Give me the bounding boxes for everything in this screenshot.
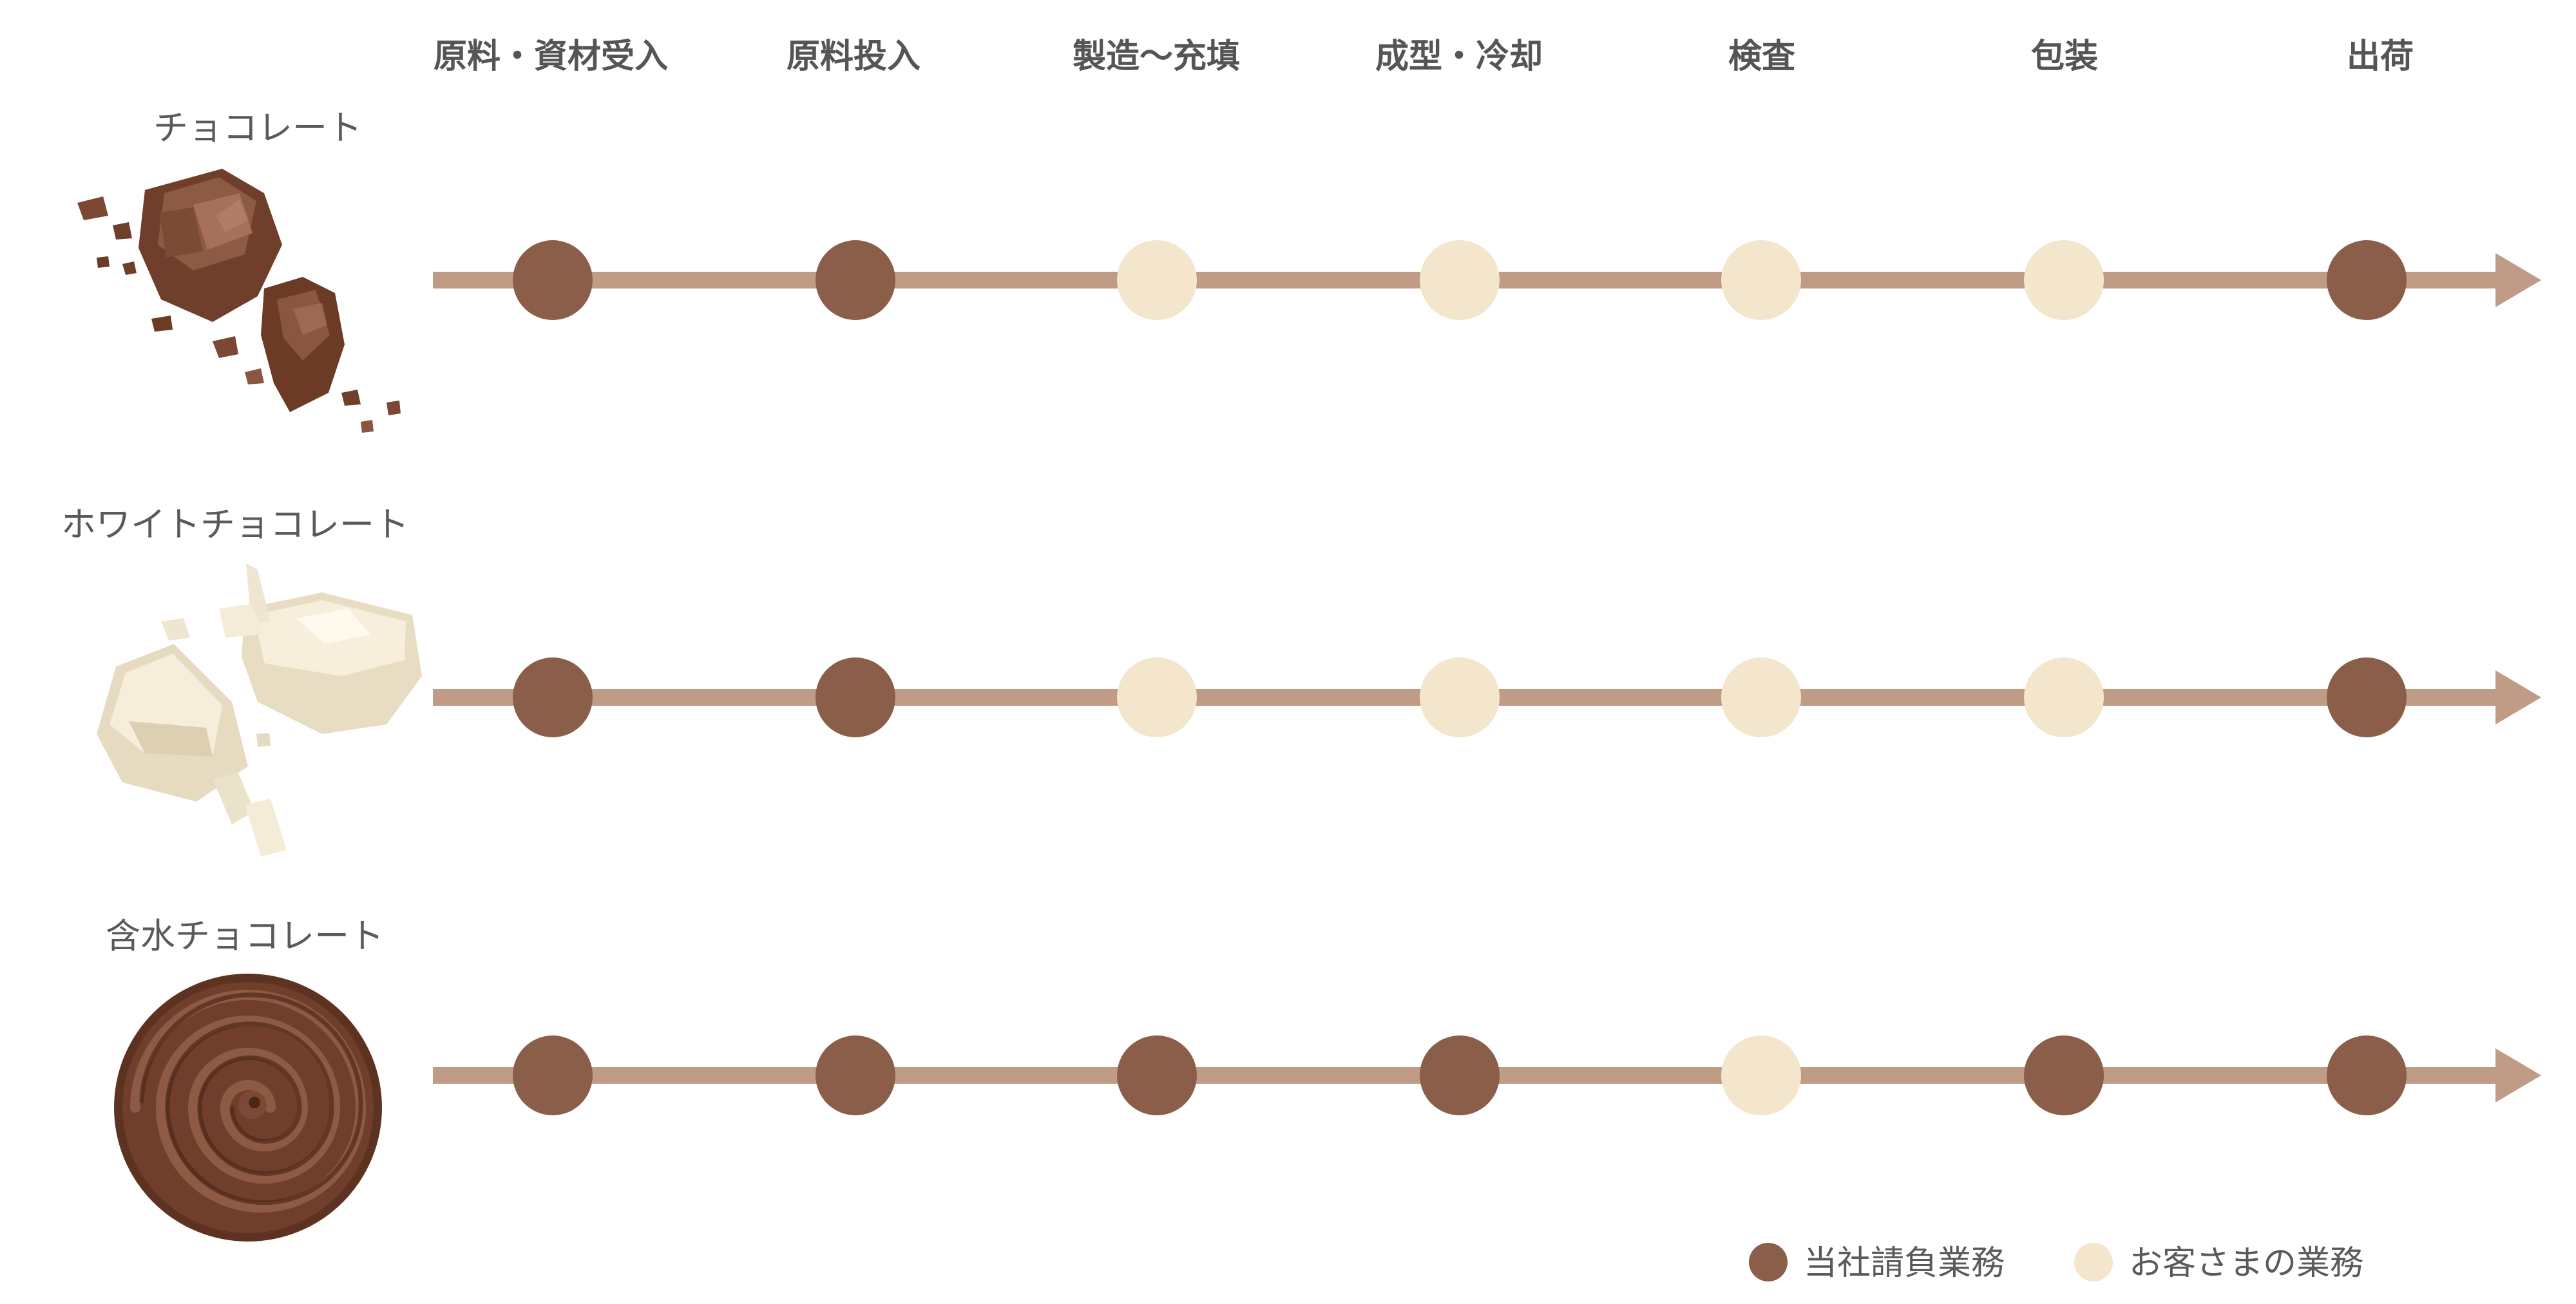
white-chocolate-pieces-image bbox=[97, 563, 422, 856]
arrow-head bbox=[2495, 1048, 2541, 1102]
arrow-head bbox=[2495, 670, 2541, 724]
step-node-company bbox=[816, 1035, 895, 1115]
legend-customer-marker bbox=[2074, 1243, 2113, 1281]
step-node-company bbox=[816, 240, 895, 320]
process-rows bbox=[433, 240, 2541, 1115]
step-node-customer bbox=[1721, 1035, 1801, 1115]
step-node-customer bbox=[1721, 240, 1801, 320]
step-node-company bbox=[513, 240, 593, 320]
legend-company-label: 当社請負業務 bbox=[1804, 1244, 2005, 1283]
stage-header-3: 製造〜充填 bbox=[1073, 37, 1240, 76]
step-node-customer bbox=[1420, 240, 1500, 320]
product-labels: チョコレート ホワイトチョコレート 含水チョコレート bbox=[61, 108, 409, 956]
product-label-white-chocolate: ホワイトチョコレート bbox=[61, 504, 409, 545]
step-node-company bbox=[1117, 1035, 1197, 1115]
product-label-chocolate: チョコレート bbox=[153, 108, 362, 148]
stage-header-4: 成型・冷却 bbox=[1375, 37, 1543, 76]
chocolate-swirl-image bbox=[114, 974, 382, 1242]
stage-headers: 原料・資材受入 原料投入 製造〜充填 成型・冷却 検査 包装 出荷 bbox=[434, 37, 2414, 76]
step-node-customer bbox=[2024, 240, 2104, 320]
chocolate-pieces-image bbox=[77, 169, 401, 433]
stage-header-1: 原料・資材受入 bbox=[434, 37, 668, 76]
legend-customer-label: お客さまの業務 bbox=[2129, 1244, 2363, 1283]
step-node-company bbox=[1420, 1035, 1500, 1115]
step-node-customer bbox=[1117, 657, 1197, 737]
product-label-water-chocolate: 含水チョコレート bbox=[106, 916, 384, 956]
legend: 当社請負業務 お客さまの業務 bbox=[1749, 1243, 2363, 1283]
step-node-customer bbox=[1117, 240, 1197, 320]
stage-header-7: 出荷 bbox=[2347, 37, 2414, 76]
step-node-company bbox=[513, 657, 593, 737]
stage-header-5: 検査 bbox=[1728, 37, 1795, 76]
step-node-company bbox=[2327, 240, 2407, 320]
step-node-company bbox=[2327, 657, 2407, 737]
stage-header-2: 原料投入 bbox=[787, 37, 921, 76]
arrow-head bbox=[2495, 253, 2541, 307]
step-node-company bbox=[2327, 1035, 2407, 1115]
step-node-company bbox=[816, 657, 895, 737]
step-node-customer bbox=[1420, 657, 1500, 737]
step-node-customer bbox=[2024, 657, 2104, 737]
legend-company-marker bbox=[1749, 1243, 1788, 1281]
step-node-company bbox=[2024, 1035, 2104, 1115]
stage-header-6: 包装 bbox=[2031, 37, 2098, 76]
step-node-customer bbox=[1721, 657, 1801, 737]
step-node-company bbox=[513, 1035, 593, 1115]
